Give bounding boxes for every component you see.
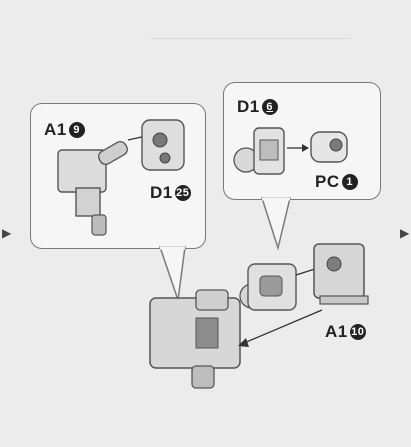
part-label-text: A1: [44, 120, 67, 139]
part-d1-6: [233, 127, 285, 175]
connector-number-badge: 25: [174, 185, 191, 201]
part-label-text: D1: [237, 97, 260, 116]
part-d1-25: [141, 119, 185, 171]
bubble-tail-right: [260, 197, 291, 251]
faded-background-header: [150, 0, 350, 39]
part-a1-10: [313, 243, 369, 305]
page-marker-right: ▶: [400, 226, 410, 240]
part-number-badge: 6: [261, 99, 278, 115]
connector-label-text: D1: [150, 183, 173, 202]
part-number-badge: 10: [349, 324, 366, 340]
page-marker-left: ▶: [2, 226, 12, 240]
part-label-text: A1: [325, 322, 348, 341]
bubble-tail-left: [158, 246, 186, 301]
part-number-badge: 9: [68, 122, 85, 138]
assembly-arrow-main-2: [243, 309, 323, 344]
part-main-body: [149, 289, 241, 389]
part-a1-9: [57, 140, 128, 236]
connector-label-text: PC: [315, 172, 340, 191]
connector-number-badge: 1: [341, 174, 358, 190]
part-d1-assembly: [239, 263, 297, 311]
part-pc-1: [310, 131, 348, 163]
